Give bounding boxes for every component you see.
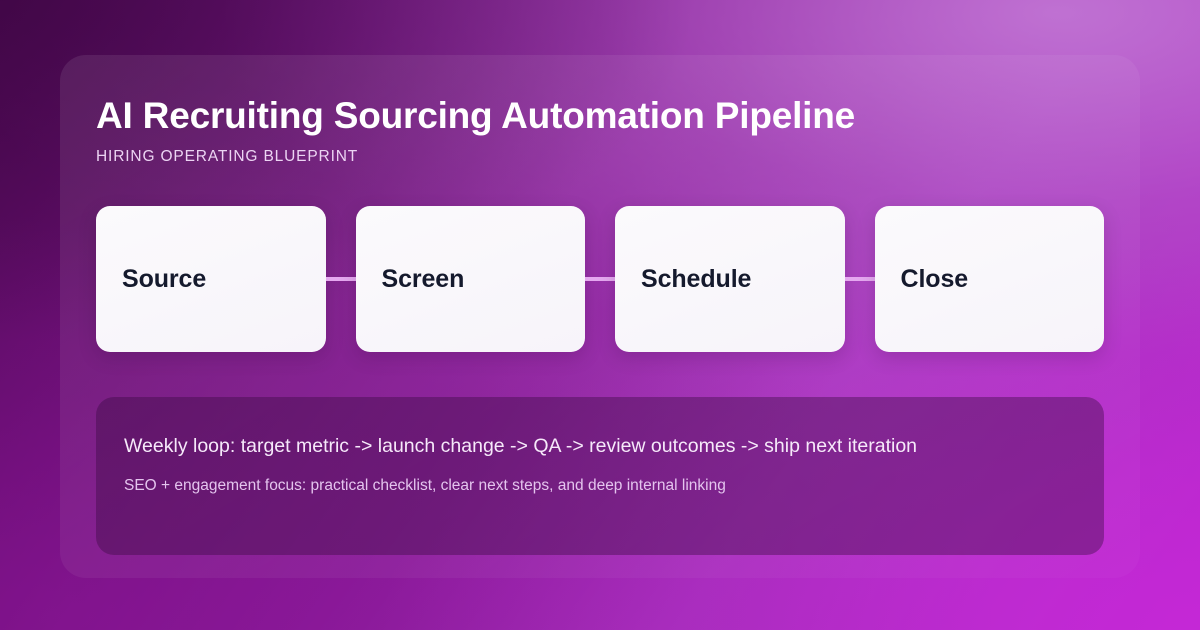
pipeline-connector xyxy=(844,277,875,282)
page-title: AI Recruiting Sourcing Automation Pipeli… xyxy=(96,95,856,136)
main-panel: AI Recruiting Sourcing Automation Pipeli… xyxy=(60,55,1140,578)
pipeline-stage-label: Screen xyxy=(381,264,465,293)
pipeline-stage-schedule[interactable]: Schedule xyxy=(615,206,845,353)
pipeline-stage-label: Source xyxy=(122,264,207,293)
pipeline-connector xyxy=(585,277,615,282)
note-panel: Weekly loop: target metric -> launch cha… xyxy=(96,397,1104,556)
pipeline-stage-label: Close xyxy=(900,264,969,293)
note-primary-line: Weekly loop: target metric -> launch cha… xyxy=(124,435,918,458)
pipeline-stage-close[interactable]: Close xyxy=(874,206,1104,353)
note-secondary-line: SEO + engagement focus: practical checkl… xyxy=(124,476,726,494)
pipeline-stage-screen[interactable]: Screen xyxy=(355,206,585,353)
pipeline-stage-source[interactable]: Source xyxy=(96,206,326,353)
page-subtitle: HIRING OPERATING BLUEPRINT xyxy=(96,148,359,166)
pipeline-connector xyxy=(325,277,356,282)
pipeline-row: Source Screen Schedule Close xyxy=(96,206,1104,353)
pipeline-stage-label: Schedule xyxy=(641,264,752,293)
